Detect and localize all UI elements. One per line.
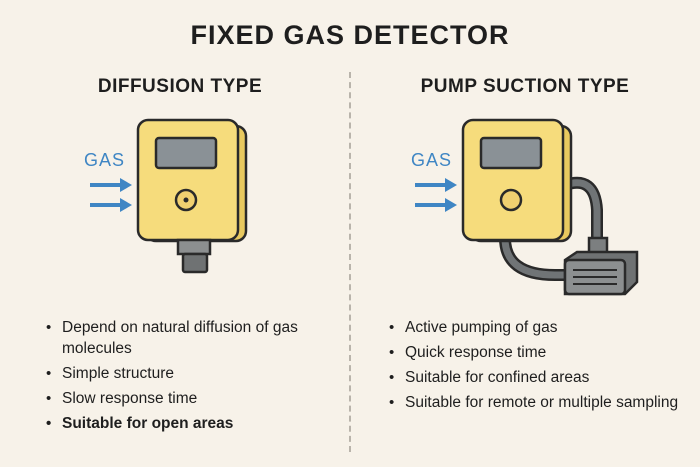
sensor-head-collar	[176, 238, 212, 256]
pump-suction-type-panel: PUMP SUCTION TYPE GAS	[355, 0, 695, 467]
diffusion-feature-list: Depend on natural diffusion of gas molec…	[46, 317, 336, 438]
list-item: Quick response time	[389, 342, 689, 363]
gas-arrow-icon	[90, 178, 132, 192]
display-screen	[154, 136, 218, 170]
pump-suction-feature-list: Active pumping of gas Quick response tim…	[389, 317, 689, 417]
pump-suction-type-title: PUMP SUCTION TYPE	[420, 76, 630, 97]
gas-arrow-icon	[415, 198, 457, 212]
pump-suction-detector-illustration	[415, 118, 639, 296]
suction-pump-unit	[563, 250, 639, 296]
diffusion-type-panel: DIFFUSION TYPE GAS Depend on natural dif…	[10, 0, 350, 467]
sensor-port-icon	[499, 188, 523, 212]
list-item: Active pumping of gas	[389, 317, 689, 338]
list-item: Depend on natural diffusion of gas molec…	[46, 317, 336, 359]
display-screen	[479, 136, 543, 170]
gas-arrow-icon	[90, 198, 132, 212]
list-item: Suitable for open areas	[46, 413, 336, 434]
list-item: Slow response time	[46, 388, 336, 409]
gas-arrow-icon	[415, 178, 457, 192]
diffusion-type-title: DIFFUSION TYPE	[97, 76, 263, 97]
panel-divider	[349, 72, 351, 452]
gas-label: GAS	[411, 150, 453, 170]
list-item: Suitable for confined areas	[389, 367, 689, 388]
diffusion-detector-illustration	[90, 118, 248, 274]
page-title: FIXED GAS DETECTOR	[190, 20, 510, 50]
gas-label: GAS	[84, 150, 126, 170]
sensor-head	[181, 252, 209, 274]
list-item: Suitable for remote or multiple sampling	[389, 392, 689, 413]
list-item: Simple structure	[46, 363, 336, 384]
sampling-hose	[499, 232, 571, 281]
